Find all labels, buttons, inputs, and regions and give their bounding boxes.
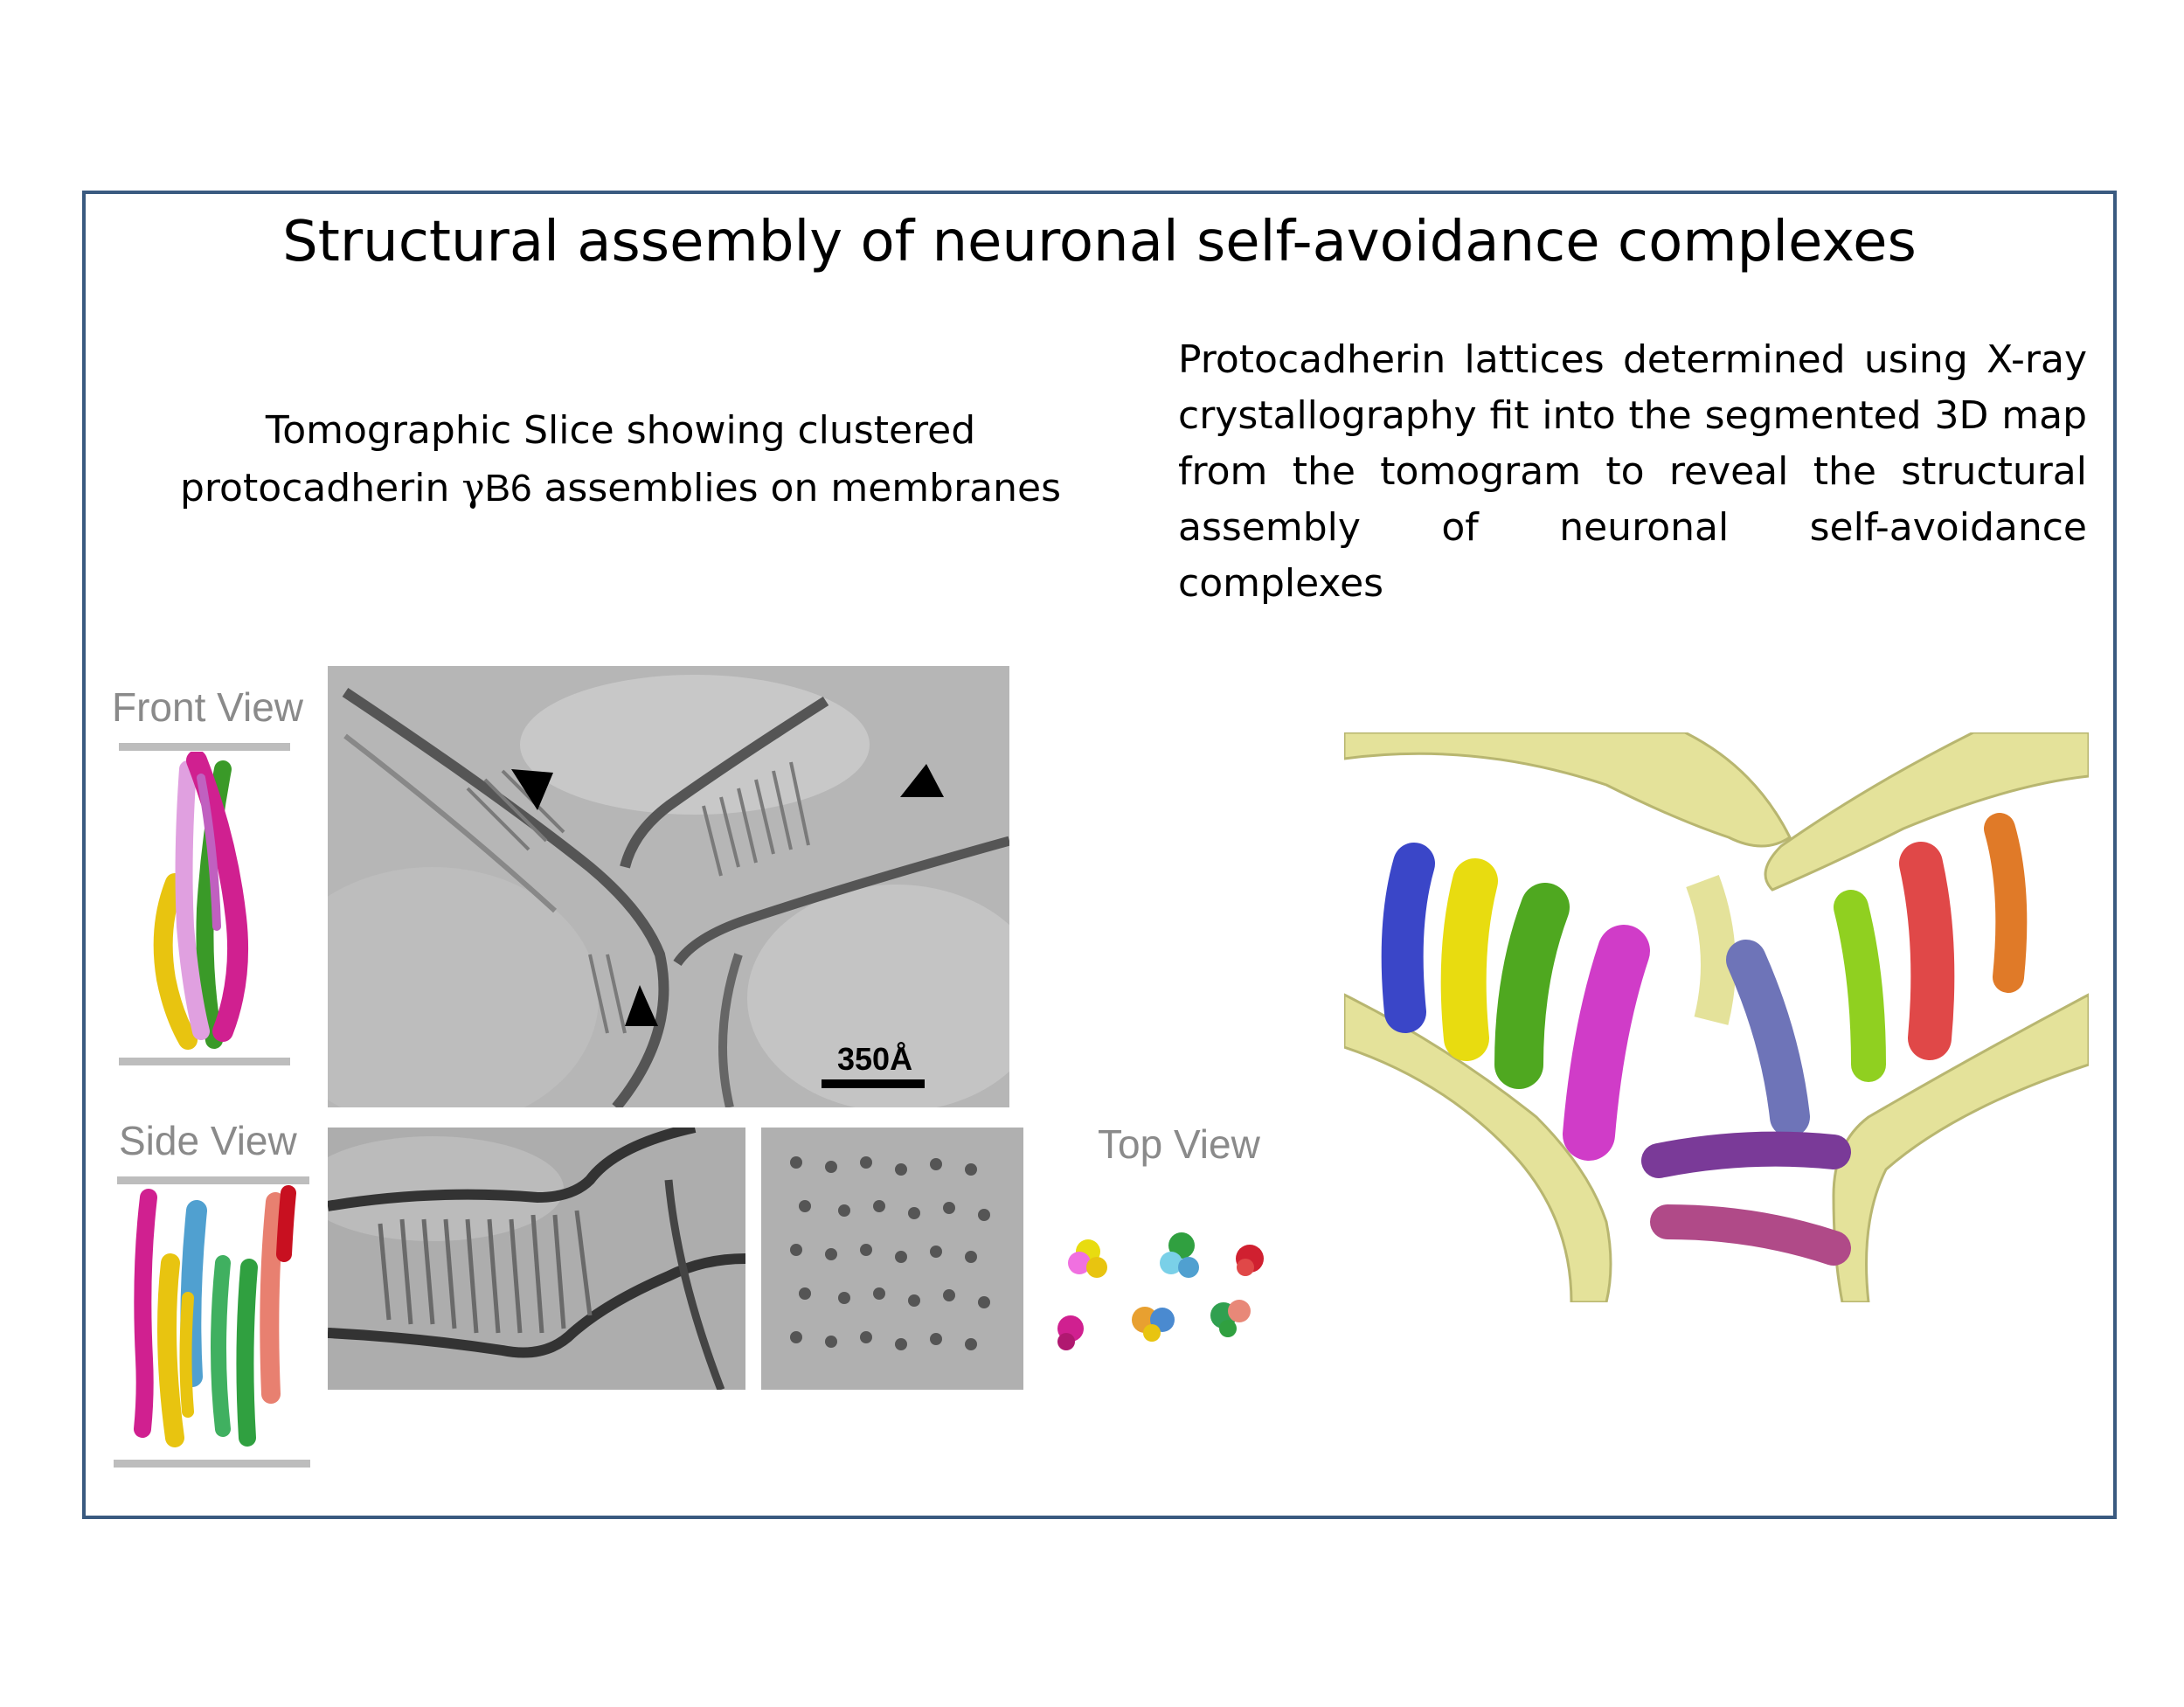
side-view-bottom-bar: [114, 1460, 310, 1468]
top-view-model: [1057, 1232, 1264, 1350]
front-view-label: Front View: [112, 684, 304, 730]
caption-greek: γ: [461, 466, 485, 510]
arrowhead: [900, 764, 944, 797]
tomogram-top-slice: [761, 1128, 1023, 1390]
segmented-3d-map: [1344, 732, 2089, 1302]
side-view-label: Side View: [119, 1118, 297, 1163]
caption-text: protocadherin: [179, 466, 462, 510]
front-view-top-bar: [119, 743, 290, 751]
tomogram-caption-line2: protocadherin γB6 assemblies on membrane…: [131, 460, 1110, 517]
caption-gene: B6: [484, 467, 532, 510]
figure-frame: [82, 191, 2117, 1519]
tomogram-caption-line1: Tomographic Slice showing clustered: [265, 408, 976, 453]
figure-title: Structural assembly of neuronal self-avo…: [282, 210, 1917, 274]
tomogram-caption: Tomographic Slice showing clustered prot…: [131, 402, 1110, 517]
side-view-model: [134, 1185, 296, 1447]
arrowhead: [625, 985, 658, 1026]
tomogram-side-slice: [328, 1128, 745, 1390]
lattice-caption: Protocadherin lattices determined using …: [1178, 337, 2087, 606]
arrowhead: [511, 769, 553, 810]
scale-bar-label: 350Å: [837, 1041, 912, 1077]
caption-text-suffix: assemblies on membranes: [531, 466, 1062, 510]
front-view-model: [153, 752, 249, 1050]
side-view-top-bar: [117, 1176, 309, 1184]
scale-bar: [822, 1079, 925, 1088]
top-view-label: Top View: [1098, 1121, 1260, 1167]
front-view-bottom-bar: [119, 1058, 290, 1065]
tomogram-slice: 350Å: [328, 666, 1009, 1107]
